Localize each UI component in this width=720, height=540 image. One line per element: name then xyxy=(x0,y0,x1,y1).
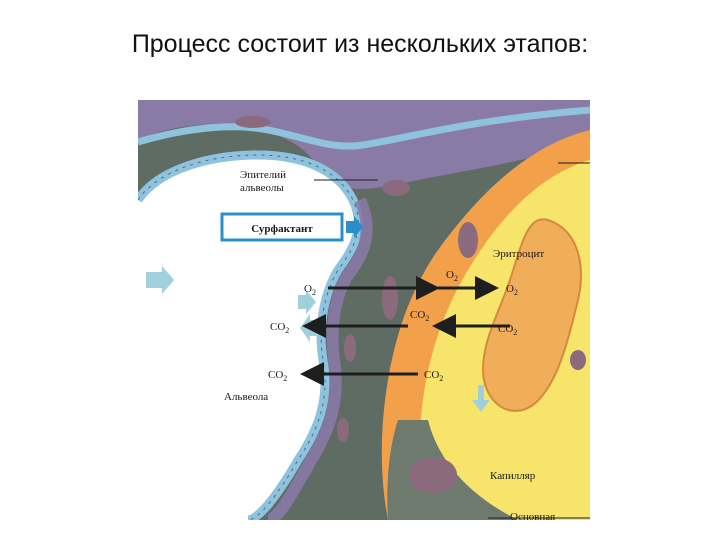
co2-label-alveolus-lower: CO2 xyxy=(268,369,287,383)
o2-label-alveolus: O2 xyxy=(304,283,316,297)
nucleus xyxy=(344,334,356,362)
epithelium-label-line1: Эпителий xyxy=(240,169,286,181)
erythrocyte-label: Эритроцит xyxy=(493,248,544,260)
bloodflow-arrow xyxy=(472,385,490,412)
nucleus xyxy=(409,457,457,493)
epithelial-cytoplasm xyxy=(266,197,373,520)
capillary-label: Капилляр xyxy=(490,470,536,482)
airflow-arrow xyxy=(298,290,316,314)
o2-label-erythrocyte: O2 xyxy=(506,283,518,297)
nucleus xyxy=(382,180,410,196)
nucleus xyxy=(235,116,271,128)
surfactant-label: Сурфактант xyxy=(251,223,313,235)
airflow-arrow xyxy=(146,266,174,294)
alveolus-gas-exchange-diagram: Сурфактант Эпителий альвеолы Эритроцит А… xyxy=(138,100,590,520)
slide-title: Процесс состоит из нескольких этапов: xyxy=(131,30,589,58)
basement-label: Основная xyxy=(510,511,555,520)
nucleus xyxy=(570,350,586,370)
erythrocyte-cell xyxy=(481,218,582,412)
diagram-canvas: Сурфактант Эпителий альвеолы Эритроцит А… xyxy=(138,100,590,520)
upper-epithelium-tube xyxy=(138,106,590,150)
surfactant-box xyxy=(220,212,344,242)
nucleus xyxy=(458,222,478,258)
epithelium-label-line2: альвеолы xyxy=(240,182,284,194)
nucleus xyxy=(337,418,349,442)
co2-label-plasma: CO2 xyxy=(410,309,429,323)
alveolus-space xyxy=(138,155,359,520)
surfactant-arrow xyxy=(346,216,363,238)
alveolus-label: Альвеола xyxy=(224,391,268,403)
epithelium-segments xyxy=(138,154,359,520)
co2-label-plasma-lower: CO2 xyxy=(424,369,443,383)
nucleus xyxy=(382,276,398,320)
co2-label-erythrocyte: CO2 xyxy=(498,323,517,337)
co2-label-alveolus: CO2 xyxy=(270,321,289,335)
o2-label-plasma: O2 xyxy=(446,269,458,283)
